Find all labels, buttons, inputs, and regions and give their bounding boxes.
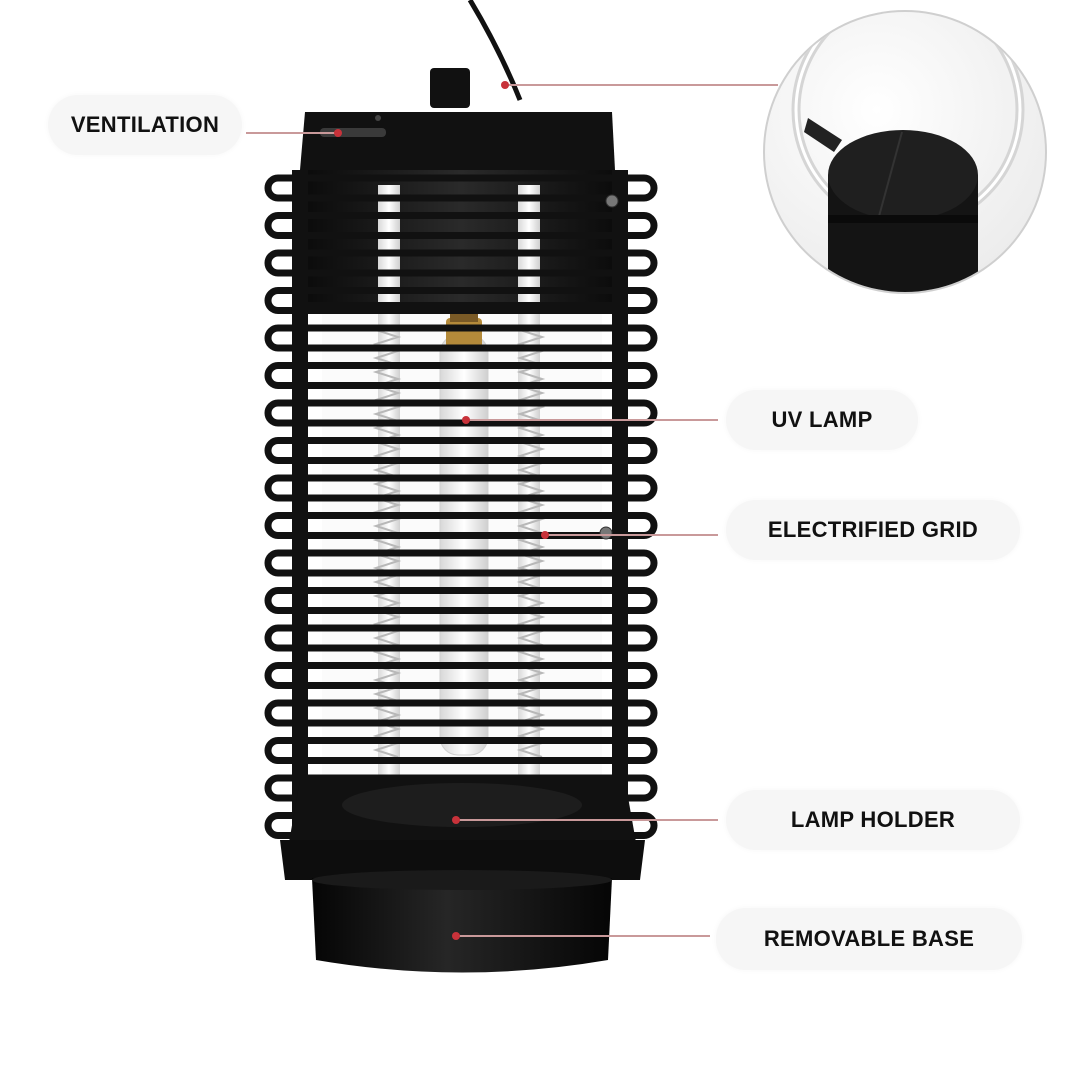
- removable-base-callout: REMOVABLE BASE: [716, 908, 1022, 970]
- lamp-holder-callout: LAMP HOLDER: [726, 790, 1020, 850]
- hanging-ring-inset: [763, 10, 1047, 294]
- cage-ring: [264, 399, 658, 427]
- leader-lines: [246, 81, 778, 940]
- uv-lamp-callout: UV LAMP: [726, 390, 918, 450]
- cage-ring: [264, 324, 658, 352]
- cage-ring: [264, 212, 658, 239]
- cage-ring: [264, 549, 658, 577]
- cage-ring: [264, 662, 658, 689]
- power-cord: [467, 0, 523, 101]
- cage-ring: [264, 699, 658, 727]
- electrified-grid-callout: ELECTRIFIED GRID: [726, 500, 1020, 560]
- cage-ring: [264, 474, 658, 502]
- upper-body: [300, 170, 622, 310]
- removable-base: [312, 870, 612, 973]
- top-housing: [300, 112, 615, 170]
- cage-ring: [264, 512, 658, 539]
- cage-ring: [264, 737, 658, 764]
- cage-ring: [264, 437, 658, 464]
- hanger-block: [430, 68, 470, 108]
- cage-post-right: [612, 170, 628, 860]
- cage-ring: [264, 624, 658, 652]
- cage-ring: [264, 174, 658, 202]
- cage-post-left: [292, 170, 308, 860]
- cage-ring: [264, 362, 658, 389]
- cage-ring: [264, 587, 658, 614]
- ventilation-callout: VENTILATION: [48, 95, 242, 155]
- cage-ring: [264, 249, 658, 277]
